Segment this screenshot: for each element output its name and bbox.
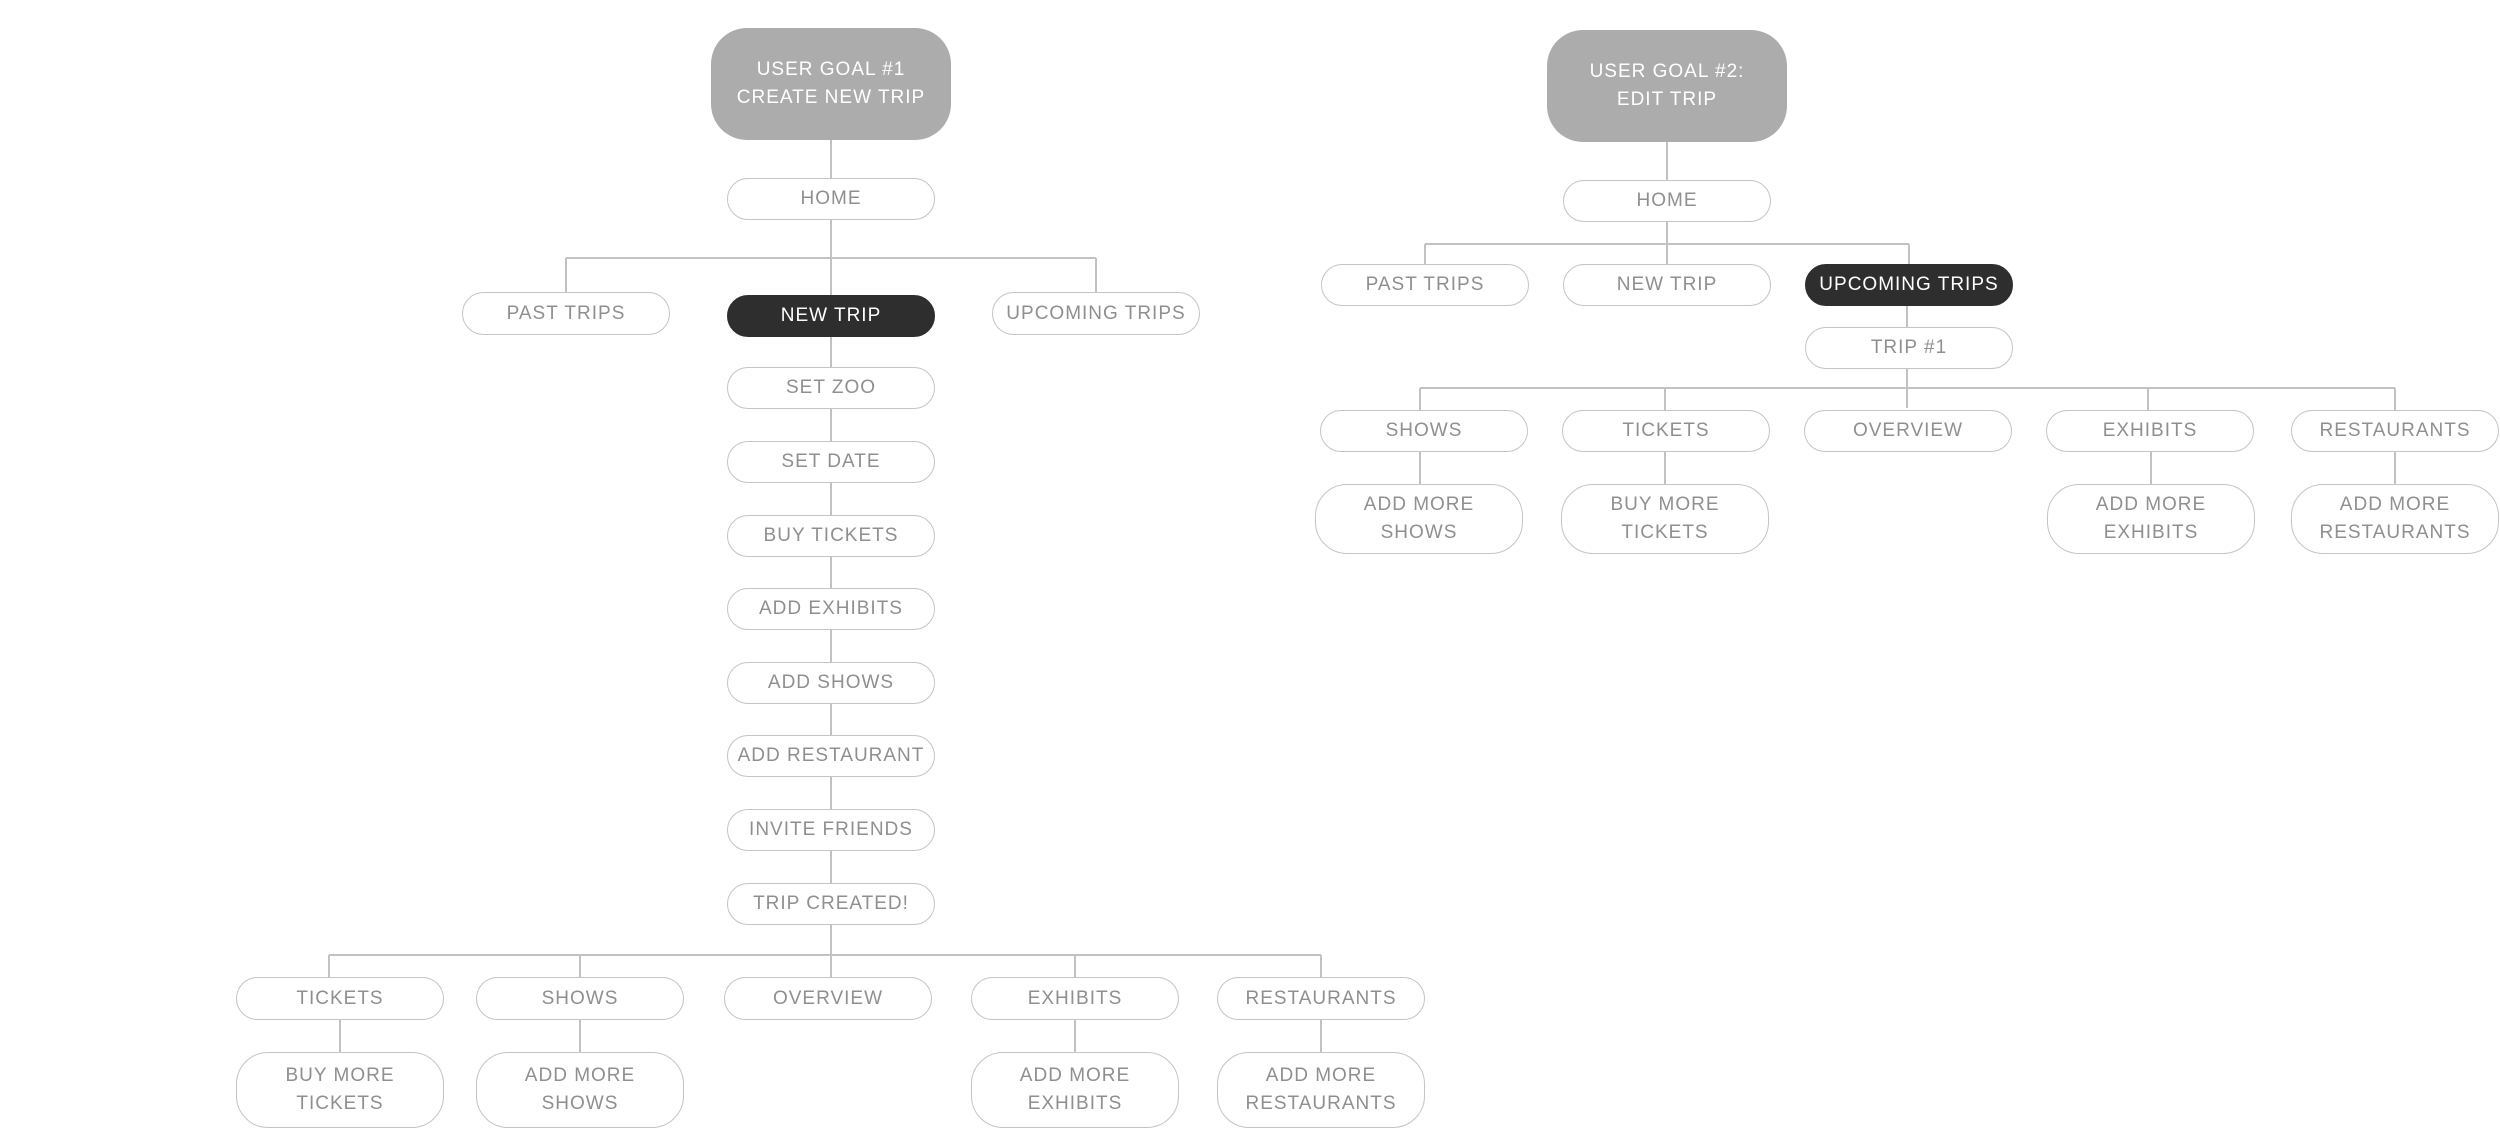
goal1-new-trip-node[interactable]: NEW TRIP — [727, 295, 935, 337]
goal1-add-more-restaurants-node[interactable]: ADD MORE RESTAURANTS — [1217, 1052, 1425, 1128]
goal2-tickets-node[interactable]: TICKETS — [1562, 410, 1770, 452]
goal1-home-node[interactable]: HOME — [727, 178, 935, 220]
goal2-past-trips-node[interactable]: PAST TRIPS — [1321, 264, 1529, 306]
goal2-trip-1-node[interactable]: TRIP #1 — [1805, 327, 2013, 369]
goal1-set-date-node[interactable]: SET DATE — [727, 441, 935, 483]
goal2-exhibits-node[interactable]: EXHIBITS — [2046, 410, 2254, 452]
goal1-trip-created-node[interactable]: TRIP CREATED! — [727, 883, 935, 925]
user-goal-1-node: USER GOAL #1 CREATE NEW TRIP — [711, 28, 951, 140]
goal1-upcoming-trips-node[interactable]: UPCOMING TRIPS — [992, 292, 1200, 335]
goal1-shows-node[interactable]: SHOWS — [476, 977, 684, 1020]
goal1-buy-more-tickets-node[interactable]: BUY MORE TICKETS — [236, 1052, 444, 1128]
goal1-add-more-shows-node[interactable]: ADD MORE SHOWS — [476, 1052, 684, 1128]
goal1-restaurants-node[interactable]: RESTAURANTS — [1217, 977, 1425, 1020]
goal1-add-restaurant-node[interactable]: ADD RESTAURANT — [727, 735, 935, 777]
goal2-add-more-shows-node[interactable]: ADD MORE SHOWS — [1315, 484, 1523, 554]
goal1-add-shows-node[interactable]: ADD SHOWS — [727, 662, 935, 704]
goal1-overview-node[interactable]: OVERVIEW — [724, 977, 932, 1020]
goal2-buy-more-tickets-node[interactable]: BUY MORE TICKETS — [1561, 484, 1769, 554]
goal2-restaurants-node[interactable]: RESTAURANTS — [2291, 410, 2499, 452]
goal2-overview-node[interactable]: OVERVIEW — [1804, 410, 2012, 452]
goal2-home-node[interactable]: HOME — [1563, 180, 1771, 222]
goal1-exhibits-node[interactable]: EXHIBITS — [971, 977, 1179, 1020]
goal1-past-trips-node[interactable]: PAST TRIPS — [462, 292, 670, 335]
goal1-tickets-node[interactable]: TICKETS — [236, 977, 444, 1020]
goal2-add-more-restaurants-node[interactable]: ADD MORE RESTAURANTS — [2291, 484, 2499, 554]
user-goal-2-node: USER GOAL #2: EDIT TRIP — [1547, 30, 1787, 142]
goal1-invite-friends-node[interactable]: INVITE FRIENDS — [727, 809, 935, 851]
goal1-buy-tickets-node[interactable]: BUY TICKETS — [727, 515, 935, 557]
goal2-shows-node[interactable]: SHOWS — [1320, 410, 1528, 452]
goal2-new-trip-node[interactable]: NEW TRIP — [1563, 264, 1771, 306]
goal1-set-zoo-node[interactable]: SET ZOO — [727, 367, 935, 409]
goal2-add-more-exhibits-node[interactable]: ADD MORE EXHIBITS — [2047, 484, 2255, 554]
goal1-add-more-exhibits-node[interactable]: ADD MORE EXHIBITS — [971, 1052, 1179, 1128]
goal2-upcoming-trips-node[interactable]: UPCOMING TRIPS — [1805, 264, 2013, 306]
goal1-add-exhibits-node[interactable]: ADD EXHIBITS — [727, 588, 935, 630]
